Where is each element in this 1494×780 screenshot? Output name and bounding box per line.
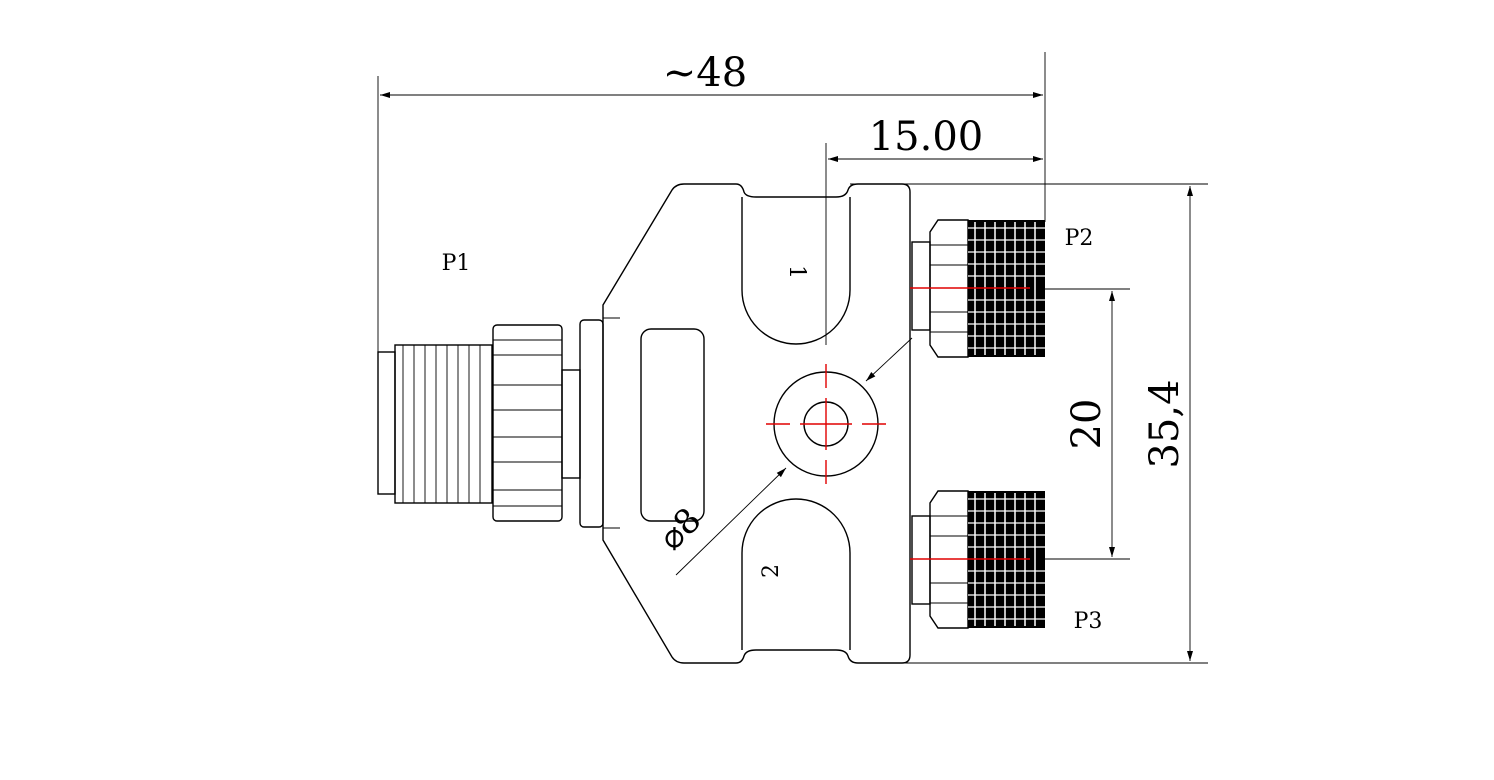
splitter-body: 1 2	[602, 183, 911, 664]
label-recess	[640, 328, 705, 522]
slot-2-label: 2	[759, 564, 784, 578]
overall-width-text: ~48	[663, 50, 747, 96]
overall-height-dimension: 35,4	[850, 183, 1208, 664]
port-spacing-text: 20	[1064, 399, 1110, 450]
p3-connector: P3	[910, 490, 1103, 634]
slot-2	[741, 498, 851, 650]
p2-connector: P2	[910, 219, 1094, 358]
offset-width-text: 15.00	[869, 114, 984, 160]
mounting-hole: ⌀8	[651, 337, 913, 576]
overall-height-text: 35,4	[1142, 379, 1188, 468]
hole-diameter-text: ⌀8	[651, 500, 709, 558]
port-spacing-dimension: 20	[1045, 288, 1130, 560]
p1-label: P1	[442, 251, 471, 276]
p1-connector: P1	[377, 251, 604, 528]
slot-1-label: 1	[784, 265, 809, 279]
p2-label: P2	[1065, 226, 1094, 251]
overall-width-dimension: ~48	[377, 50, 1046, 352]
offset-width-dimension: 15.00	[825, 114, 1043, 345]
p3-label: P3	[1074, 609, 1103, 634]
slot-1	[741, 197, 851, 345]
